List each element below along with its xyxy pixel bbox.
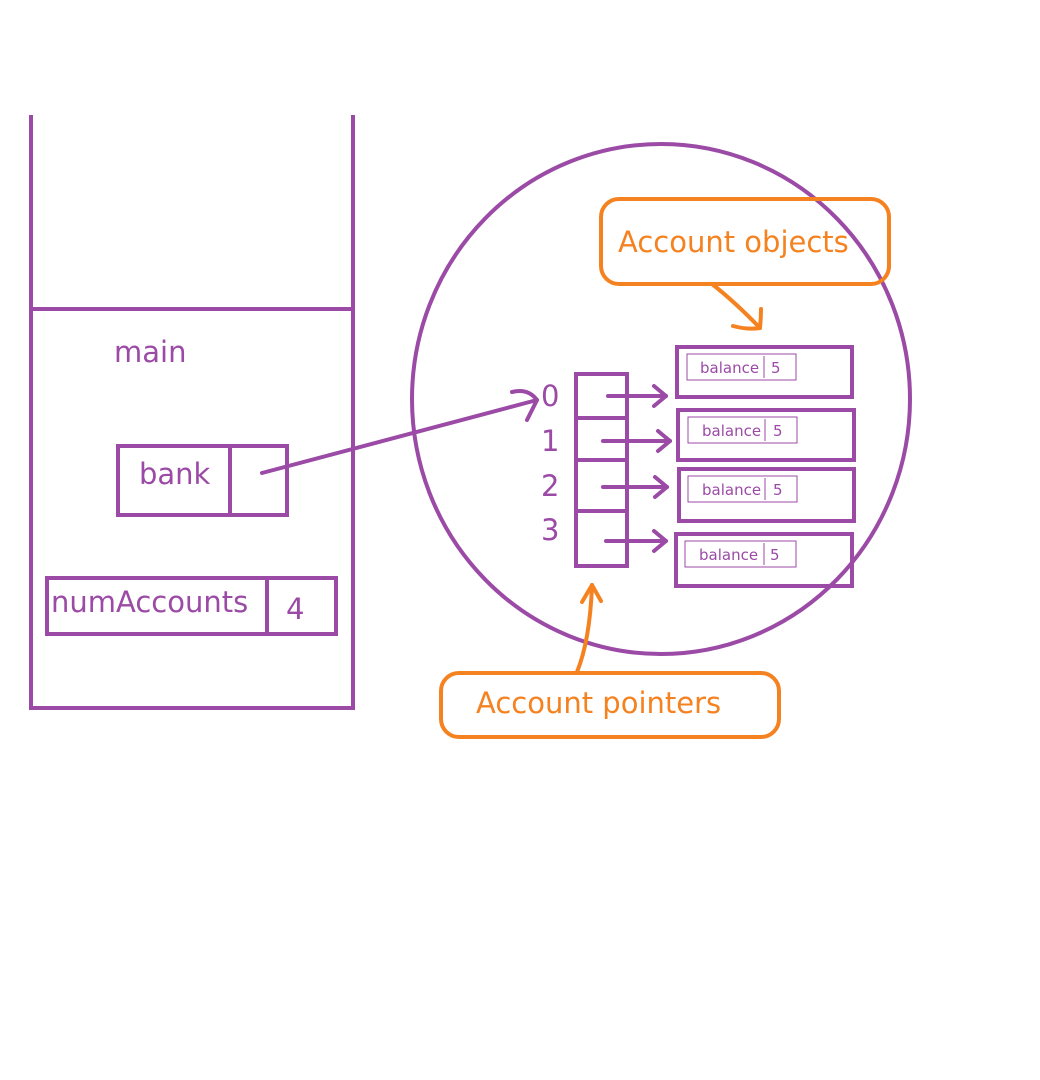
account-pointers-callout: Account pointers: [439, 583, 781, 739]
callout-bubble: [439, 671, 781, 739]
account-field-value: 5: [771, 359, 781, 377]
stack-frame-label: main: [114, 335, 186, 369]
pointer-index: 3: [541, 513, 559, 547]
account-object: balance 5: [675, 345, 854, 399]
account-field-name: balance: [702, 481, 761, 499]
heap-circle: [410, 142, 912, 656]
account-field-name: balance: [700, 359, 759, 377]
callout-arrow: [575, 583, 603, 674]
stack-region: [29, 115, 355, 710]
account-object: balance 5: [674, 532, 854, 588]
bank-box: [116, 444, 289, 517]
bank-variable: bank: [116, 444, 289, 517]
account-object: balance 5: [676, 408, 856, 462]
callout-bubble: [599, 197, 891, 286]
pointer-index: 0: [541, 379, 559, 413]
account-field-value: 5: [770, 546, 780, 564]
account-field-name: balance: [702, 422, 761, 440]
num-accounts-box: [45, 576, 338, 636]
num-accounts-label: numAccounts: [51, 585, 248, 619]
num-accounts-variable: numAccounts 4: [45, 576, 338, 636]
bank-label: bank: [139, 457, 211, 491]
pointer-index: 1: [541, 424, 559, 458]
bank-pointer-arrow: [260, 389, 539, 475]
pointer-arrow: [601, 429, 672, 453]
pointer-arrow: [604, 529, 668, 553]
account-objects-label: Account objects: [618, 225, 849, 259]
pointer-array-box: [574, 372, 629, 568]
account-field-name: balance: [699, 546, 758, 564]
callout-arrow: [710, 282, 763, 331]
account-object: balance 5: [677, 467, 856, 523]
account-field-value: 5: [773, 481, 783, 499]
pointer-arrow: [601, 475, 669, 499]
pointer-arrow: [606, 384, 668, 408]
pointer-array: [574, 372, 629, 568]
account-pointers-label: Account pointers: [476, 686, 721, 720]
pointer-index: 2: [541, 469, 559, 503]
account-field-value: 5: [773, 422, 783, 440]
account-objects-callout: Account objects: [599, 197, 891, 331]
num-accounts-value: 4: [286, 592, 304, 626]
